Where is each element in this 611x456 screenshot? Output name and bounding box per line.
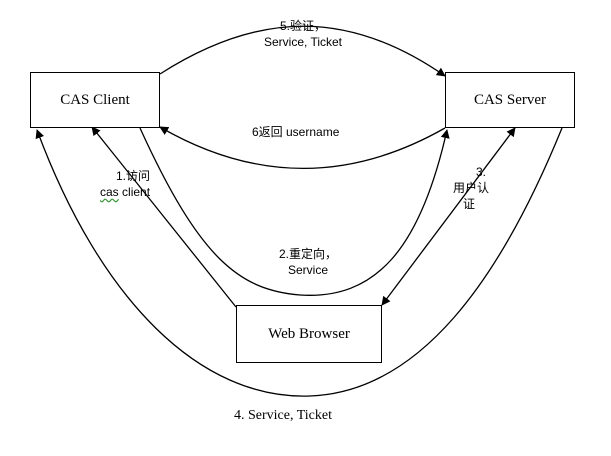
- step3-label-line1: 3.: [476, 165, 487, 179]
- web-browser-label: Web Browser: [268, 325, 350, 342]
- arrow-step3-authenticate: [381, 127, 516, 306]
- step1-label-cas: cas: [100, 185, 119, 199]
- step2-label-line2: Service: [287, 263, 328, 277]
- cas-client-label: CAS Client: [60, 91, 130, 108]
- step3-label: 3. 用户认 证: [453, 164, 489, 212]
- step4-label: 4. Service, Ticket: [234, 408, 332, 423]
- step1-label-line2: cas client: [100, 184, 150, 200]
- step2-label-line1: 2.重定向，: [278, 247, 337, 261]
- step5-label-line1: 5.验证，: [279, 19, 326, 33]
- step5-label-line2: Service, Ticket: [263, 35, 343, 49]
- arrow-step5-validate: [159, 25, 446, 77]
- step1-label-line1: 1.访问: [116, 169, 151, 183]
- step1-label-client: client: [118, 185, 151, 199]
- arrow-step4-service-ticket: [35, 127, 563, 397]
- step2-label: 2.重定向， Service: [268, 246, 348, 278]
- web-browser-box: Web Browser: [236, 305, 382, 363]
- arrow-step1-visit: [91, 126, 237, 308]
- step1-label: 1.访问 cas client: [100, 168, 150, 200]
- step5-label: 5.验证， Service, Ticket: [238, 18, 368, 50]
- step3-label-line3: 证: [463, 197, 476, 211]
- cas-server-box: CAS Server: [445, 72, 575, 128]
- step6-label: 6返回 username: [252, 125, 340, 139]
- cas-server-label: CAS Server: [473, 91, 547, 108]
- cas-client-box: CAS Client: [30, 72, 160, 128]
- step3-label-line2: 用户认: [453, 181, 490, 195]
